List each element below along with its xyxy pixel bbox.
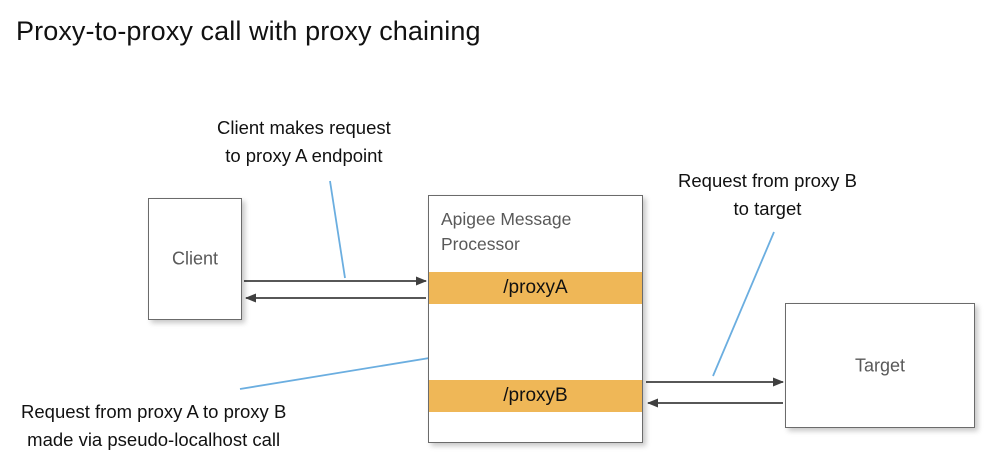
node-message-processor-title: Apigee Message Processor xyxy=(441,207,631,257)
node-target[interactable]: Target xyxy=(785,303,975,428)
proxy-a-label: /proxyA xyxy=(503,277,568,298)
annotation-proxyb-to-target: Request from proxy B to target xyxy=(678,167,857,223)
proxy-a-band[interactable]: /proxyA xyxy=(429,272,642,304)
mp-title-line-2: Processor xyxy=(441,234,520,254)
proxy-b-band[interactable]: /proxyB xyxy=(429,380,642,412)
proxy-b-label: /proxyB xyxy=(503,385,568,406)
node-target-label: Target xyxy=(854,355,906,375)
annotation-proxyb-to-target-line-1: Request from proxy B xyxy=(678,170,857,191)
annotation-proxy-chain-line-1: Request from proxy A to proxy B xyxy=(21,401,287,422)
annotation-client-request-line-1: Client makes request xyxy=(217,117,391,138)
annotation-client-request-line-2: to proxy A endpoint xyxy=(225,145,383,166)
annotation-proxy-chain-line-2: made via pseudo-localhost call xyxy=(27,429,281,450)
annotation-client-request: Client makes request to proxy A endpoint xyxy=(217,114,391,170)
node-client[interactable]: Client xyxy=(148,198,242,320)
node-message-processor[interactable]: Apigee Message Processor /proxyA /proxyB xyxy=(428,195,643,443)
leader-line-proxyb-to-target xyxy=(712,231,775,377)
node-client-label: Client xyxy=(171,248,219,269)
page-title: Proxy-to-proxy call with proxy chaining xyxy=(16,16,481,46)
leader-line-client-request xyxy=(329,180,346,279)
annotation-proxyb-to-target-line-2: to target xyxy=(733,198,802,219)
mp-title-line-1: Apigee Message xyxy=(441,209,572,229)
annotation-proxy-chain: Request from proxy A to proxy B made via… xyxy=(21,398,286,454)
